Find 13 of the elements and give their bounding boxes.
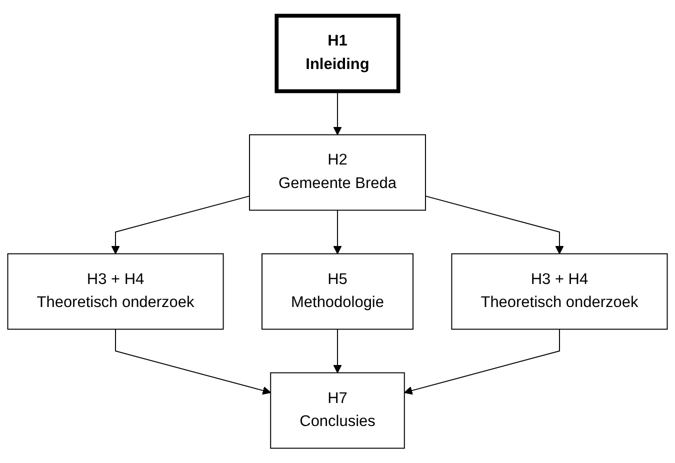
node-box: H7 Conclusies [270,372,405,448]
arrow [333,90,342,135]
arrow [115,328,271,394]
arrow [111,195,250,254]
node-box: H3 + H4 Theoretisch onderzoek [451,252,668,330]
node-box: H5 Methodologie [262,252,414,330]
node-box: H3 + H4 Theoretisch onderzoek [7,252,224,330]
arrow [404,328,560,394]
arrow [425,195,564,254]
node-box: H1 Inleiding [274,13,400,93]
arrow [333,328,342,373]
node-box: H2 Gemeente Breda [249,134,426,210]
arrow [333,209,342,254]
